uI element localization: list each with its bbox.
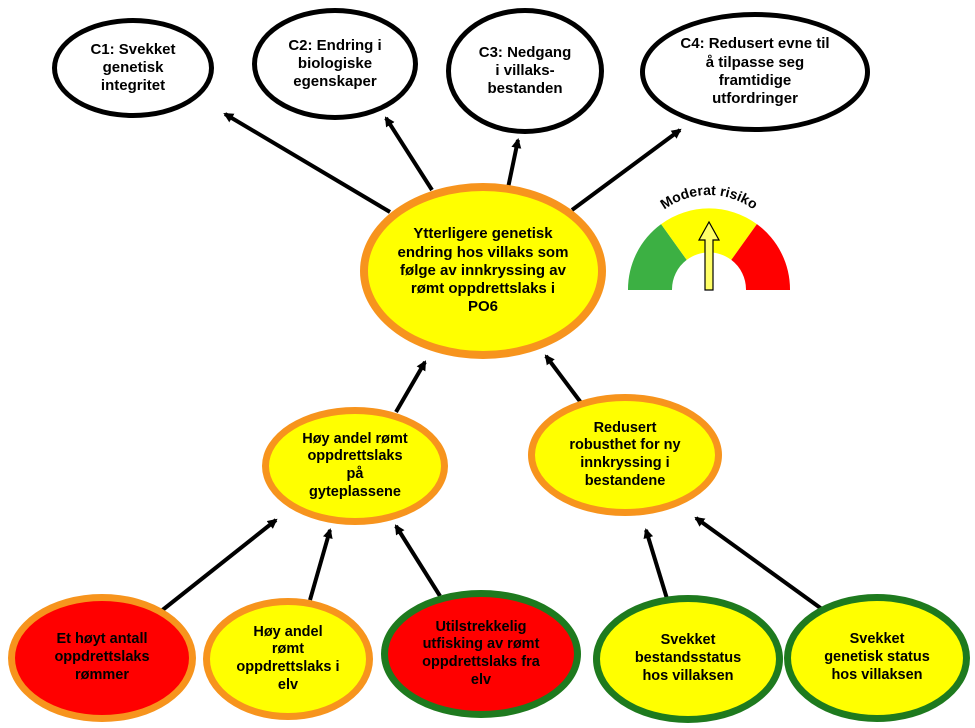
consequence-c3-text: C3: Nedgang i villaks-bestanden <box>478 43 572 98</box>
factor-svekket-genetisk-status: Svekket genetisk status hos villaksen <box>784 594 970 722</box>
factor-utilstrekkelig-utfisking: Utilstrekkelig utfisking av rømt oppdret… <box>381 590 581 718</box>
risk-gauge: Moderat risiko <box>627 182 791 291</box>
consequence-c2: C2: Endring i biologiske egenskaper <box>252 8 418 120</box>
factor-utilstrekkelig-utfisking-text: Utilstrekkelig utfisking av rømt oppdret… <box>422 618 540 688</box>
consequence-c1: C1: Svekket genetisk integritet <box>52 18 214 118</box>
factor-svekket-bestandsstatus-text: Svekket bestandsstatus hos villaksen <box>634 632 742 684</box>
arrow-center-to-c4 <box>570 128 682 212</box>
center-event: Ytterligere genetisk endring hos villaks… <box>360 183 606 359</box>
gauge-label: Moderat risiko <box>657 182 761 212</box>
factor-et-hoyt-antall: Et høyt antall oppdrettslaks rømmer <box>8 594 196 722</box>
arrow-elv-to-gyte <box>308 528 333 601</box>
arrow-robusthet-to-center <box>544 354 584 406</box>
gauge-segment-high <box>731 224 791 290</box>
consequence-c3: C3: Nedgang i villaks-bestanden <box>446 8 604 134</box>
factor-hoy-andel-elv: Høy andel rømt oppdrettslaks i elv <box>203 598 373 720</box>
arrow-gyte-to-center <box>394 360 427 414</box>
consequence-c4-text: C4: Redusert evne til å tilpasse seg fra… <box>680 35 830 108</box>
gauge-needle <box>697 220 721 291</box>
node-redusert-robusthet: Redusert robusthet for ny innkryssing i … <box>528 394 722 516</box>
svg-text:Moderat risiko: Moderat risiko <box>657 182 761 212</box>
factor-hoy-andel-elv-text: Høy andel rømt oppdrettslaks i elv <box>236 623 340 693</box>
arrow-bestandsstatus-to-robusthet <box>643 528 670 603</box>
arrow-utfisking-to-gyte <box>394 524 442 598</box>
factor-svekket-genetisk-status-text: Svekket genetisk status hos villaksen <box>824 631 930 683</box>
arrow-center-to-c2 <box>384 116 434 192</box>
center-event-text: Ytterligere genetisk endring hos villaks… <box>397 225 569 316</box>
node-redusert-robusthet-text: Redusert robusthet for ny innkryssing i … <box>569 419 681 489</box>
arrow-center-to-c1 <box>223 112 392 214</box>
node-hoy-andel-gyteplassene-text: Høy andel rømt oppdrettslaks på gyteplas… <box>302 430 408 500</box>
factor-et-hoyt-antall-text: Et høyt antall oppdrettslaks rømmer <box>54 631 150 683</box>
consequence-c2-text: C2: Endring i biologiske egenskaper <box>288 36 382 91</box>
arrow-center-to-c3 <box>506 138 522 189</box>
node-hoy-andel-gyteplassene: Høy andel rømt oppdrettslaks på gyteplas… <box>262 407 448 525</box>
factor-svekket-bestandsstatus: Svekket bestandsstatus hos villaksen <box>593 595 783 723</box>
arrow-antall-to-gyte <box>158 518 278 614</box>
gauge-segment-low <box>627 224 687 290</box>
arrow-genetisk-to-robusthet <box>694 516 828 614</box>
consequence-c1-text: C1: Svekket genetisk integritet <box>90 40 176 95</box>
consequence-c4: C4: Redusert evne til å tilpasse seg fra… <box>640 12 870 132</box>
